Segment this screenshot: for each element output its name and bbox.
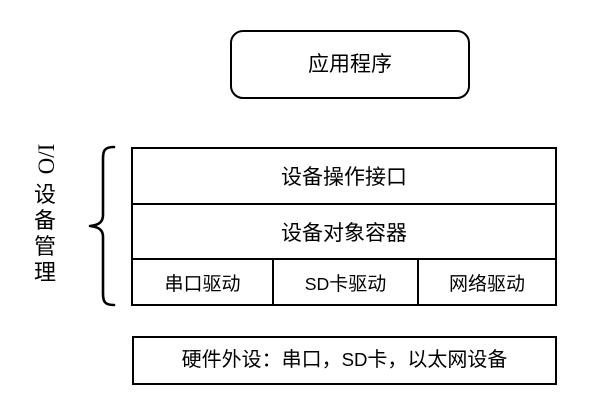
- vertical-char-4: 理: [33, 260, 56, 285]
- serial-driver-label: 串口驱动: [164, 273, 241, 295]
- vertical-char-3: 管: [33, 234, 56, 259]
- sd-card-driver-label: SD卡驱动: [305, 269, 387, 296]
- sd-card-driver-label-prefix: SD: [304, 273, 330, 294]
- network-driver-cell[interactable]: 网络驱动: [419, 260, 555, 304]
- device-object-container-label: 设备对象容器: [281, 220, 407, 245]
- hardware-label-mono: SD: [341, 349, 368, 370]
- curly-brace-icon: [86, 145, 118, 307]
- sd-card-driver-label-suffix: 卡驱动: [329, 273, 387, 295]
- device-operation-interface-row[interactable]: 设备操作接口: [133, 149, 555, 205]
- io-device-management-label: I/O 设 备 管 理: [22, 138, 68, 308]
- vertical-char-2: 备: [33, 208, 56, 233]
- application-program-box[interactable]: 应用程序: [230, 30, 470, 99]
- vertical-char-1: 设: [33, 182, 56, 207]
- network-driver-label: 网络驱动: [448, 273, 525, 295]
- hardware-peripherals-label: 硬件外设：串口，SD卡，以太网设备: [182, 349, 508, 372]
- device-object-container-row[interactable]: 设备对象容器: [133, 205, 555, 260]
- driver-row: 串口驱动 SD卡驱动 网络驱动: [133, 260, 555, 304]
- hardware-label-suffix: 卡，以太网设备: [367, 349, 508, 371]
- hardware-label-prefix: 硬件外设：串口，: [181, 349, 342, 371]
- io-management-stack: 设备操作接口 设备对象容器 串口驱动 SD卡驱动 网络驱动: [131, 147, 557, 306]
- serial-driver-cell[interactable]: 串口驱动: [133, 260, 274, 304]
- hardware-peripherals-box[interactable]: 硬件外设：串口，SD卡，以太网设备: [132, 336, 557, 385]
- io-text: I/O: [32, 143, 58, 175]
- application-program-label: 应用程序: [308, 52, 392, 77]
- device-operation-interface-label: 设备操作接口: [281, 165, 407, 189]
- sd-card-driver-cell[interactable]: SD卡驱动: [274, 260, 419, 304]
